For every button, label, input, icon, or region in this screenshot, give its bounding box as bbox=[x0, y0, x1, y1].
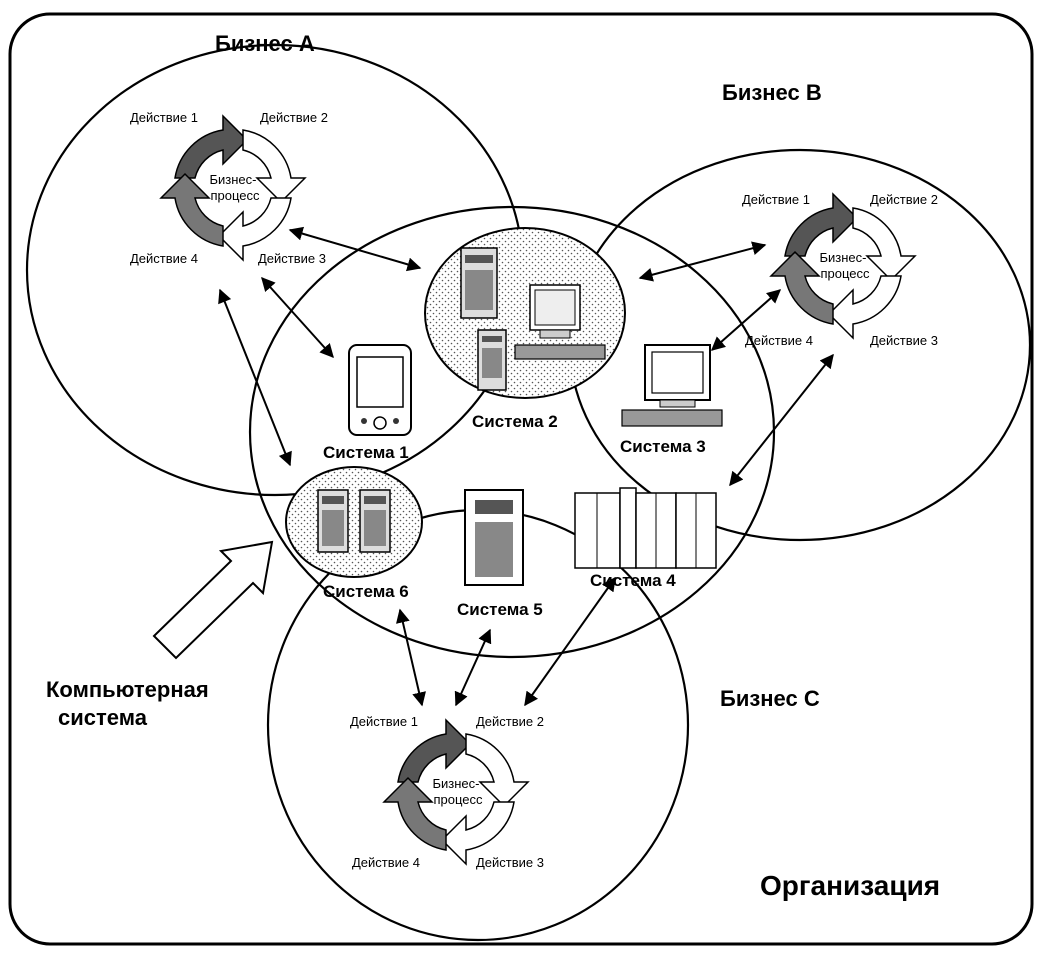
arrow-system4-to-b bbox=[729, 353, 834, 487]
desktop-pc-icon bbox=[621, 344, 723, 427]
arrow-system3-to-b bbox=[710, 289, 782, 351]
server-tower-icon bbox=[460, 247, 498, 319]
mainframe-icon bbox=[574, 487, 717, 569]
c-action-1: Действие 1 bbox=[350, 714, 418, 729]
monitor-icon bbox=[514, 284, 606, 360]
c-action-2: Действие 2 bbox=[476, 714, 544, 729]
process-label-a-2: процесс bbox=[210, 188, 260, 203]
pda-icon bbox=[348, 344, 412, 436]
business-b-label: Бизнес В bbox=[722, 80, 822, 105]
system-2-cluster bbox=[424, 227, 626, 399]
computer-system-label-1: Компьютерная bbox=[46, 677, 209, 702]
a-action-3: Действие 3 bbox=[258, 251, 326, 266]
b-action-4: Действие 4 bbox=[745, 333, 813, 348]
b-action-1: Действие 1 bbox=[742, 192, 810, 207]
system-6-label: Система 6 bbox=[323, 582, 409, 601]
system-6-cluster bbox=[285, 466, 423, 578]
c-action-4: Действие 4 bbox=[352, 855, 420, 870]
tall-server-icon bbox=[464, 489, 524, 586]
process-label-c-2: процесс bbox=[433, 792, 483, 807]
a-action-2: Действие 2 bbox=[260, 110, 328, 125]
process-label-b-1: Бизнес- bbox=[820, 250, 867, 265]
process-cycle-c: Бизнес- процесс bbox=[382, 718, 530, 866]
business-a-label: Бизнес А bbox=[215, 31, 315, 56]
arrow-system2-to-b bbox=[638, 241, 767, 282]
b-action-2: Действие 2 bbox=[870, 192, 938, 207]
organization-label: Организация bbox=[760, 870, 940, 901]
system-5-label: Система 5 bbox=[457, 600, 543, 619]
system-3-label: Система 3 bbox=[620, 437, 706, 456]
process-label-c-1: Бизнес- bbox=[433, 776, 480, 791]
business-c-label: Бизнес С bbox=[720, 686, 820, 711]
organization-frame bbox=[8, 12, 1034, 946]
c-action-3: Действие 3 bbox=[476, 855, 544, 870]
system-4-label: Система 4 bbox=[590, 571, 676, 590]
a-action-1: Действие 1 bbox=[130, 110, 198, 125]
arrow-a-to-system6 bbox=[218, 288, 292, 467]
computer-system-label-2: система bbox=[58, 705, 148, 730]
arrow-a-to-system2 bbox=[288, 226, 422, 272]
arrow-system5-to-c bbox=[454, 628, 492, 707]
process-cycle-a: Бизнес- процесс bbox=[159, 114, 307, 262]
arrow-system4-to-c bbox=[524, 576, 616, 707]
twin-servers-icon bbox=[317, 489, 391, 553]
process-label-b-2: процесс bbox=[820, 266, 870, 281]
b-action-3: Действие 3 bbox=[870, 333, 938, 348]
process-label-a-1: Бизнес- bbox=[210, 172, 257, 187]
computer-system-pointer-arrow bbox=[152, 540, 274, 660]
system-1-label: Система 1 bbox=[323, 443, 409, 462]
a-action-4: Действие 4 bbox=[130, 251, 198, 266]
arrow-system6-to-c bbox=[396, 608, 426, 707]
small-tower-icon bbox=[477, 329, 507, 391]
process-cycle-b: Бизнес- процесс bbox=[769, 192, 917, 340]
system-2-label: Система 2 bbox=[472, 412, 558, 431]
